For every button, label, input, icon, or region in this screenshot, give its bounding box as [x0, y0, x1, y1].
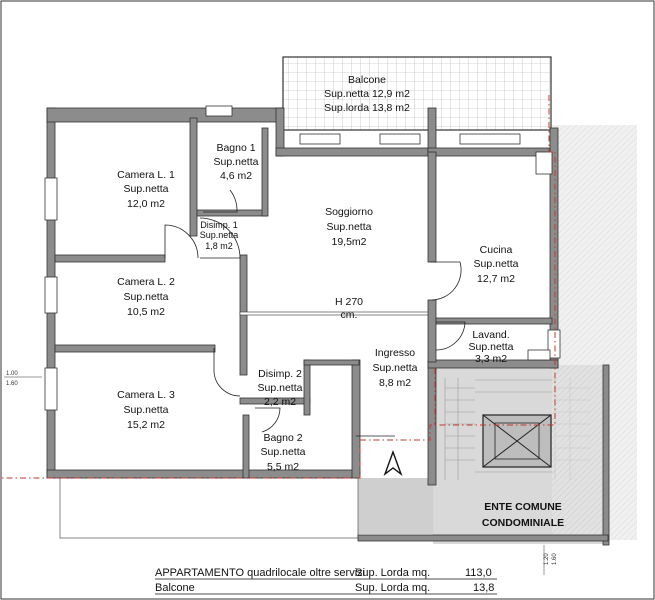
- bagno2-name: Bagno 2: [263, 432, 302, 444]
- ente-line2: CONDOMINIALE: [482, 517, 564, 529]
- disimp2-area: 2,2 m2: [264, 396, 296, 408]
- soggiorno-netta: Sup.netta: [327, 221, 372, 233]
- balcone-name: Balcone: [348, 74, 386, 86]
- bagno2-area: 5,5 m2: [267, 461, 299, 473]
- height-label: H 270: [335, 296, 363, 308]
- disimp1-name: Disimp. 1: [200, 220, 238, 230]
- camera3-area: 15,2 m2: [127, 419, 165, 431]
- boundary-line: [0, 95, 556, 479]
- soggiorno-name: Soggiorno: [325, 206, 373, 218]
- exterior-strip: [59, 477, 359, 539]
- footer-line2-value: 13,8: [473, 582, 494, 594]
- camera1-area: 12,0 m2: [127, 198, 165, 210]
- camera1-netta: Sup.netta: [124, 183, 169, 195]
- lavand-name: Lavand.: [472, 329, 509, 341]
- summary-footer: APPARTAMENTO quadrilocale oltre servizi …: [155, 567, 497, 595]
- camera2-area: 10,5 m2: [127, 306, 165, 318]
- level-right-bottom: 1.60: [552, 553, 558, 565]
- level-markers: 1.00 1.60 1.20 1.60: [4, 371, 558, 575]
- ente-line1: ENTE COMUNE: [484, 501, 562, 513]
- cucina-name: Cucina: [480, 244, 513, 256]
- footer-line2-label: Balcone: [155, 582, 195, 594]
- bagno1-netta: Sup.netta: [214, 156, 259, 168]
- height-unit: cm.: [341, 309, 358, 321]
- bagno2-netta: Sup.netta: [261, 446, 306, 458]
- disimp1-netta: Sup.netta: [200, 230, 239, 240]
- camera3-netta: Sup.netta: [124, 404, 169, 416]
- neighbor-area: [552, 125, 637, 540]
- balcone-netta: Sup.netta 12,9 m2: [324, 88, 410, 100]
- lavand-area: 3,3 m2: [475, 353, 507, 365]
- disimp2-name: Disimp. 2: [258, 368, 302, 380]
- balcone-lorda: Sup.lorda 13,8 m2: [324, 102, 410, 114]
- bagno1-area: 4,6 m2: [220, 170, 252, 182]
- north-arrow-icon: [383, 449, 403, 476]
- disimp2-netta: Sup.netta: [258, 382, 303, 394]
- level-right-top: 1.20: [544, 553, 550, 565]
- level-left-top: 1.00: [6, 371, 18, 377]
- balcony: [282, 56, 552, 131]
- cucina-netta: Sup.netta: [474, 258, 519, 270]
- camera2-netta: Sup.netta: [124, 291, 169, 303]
- ingresso-area: 8,8 m2: [379, 377, 411, 389]
- camera3-name: Camera L. 3: [117, 389, 175, 401]
- soggiorno-area: 19,5m2: [331, 236, 366, 248]
- footer-line1-sup: Sup. Lorda mq.: [355, 567, 430, 579]
- footer-line1-value: 113,0: [465, 567, 492, 579]
- cucina-area: 12,7 m2: [477, 273, 515, 285]
- ingresso-netta: Sup.netta: [373, 362, 418, 374]
- ingresso-name: Ingresso: [375, 347, 415, 359]
- disimp1-area: 1,8 m2: [205, 241, 233, 251]
- doors: [164, 189, 466, 437]
- footer-line1-label: APPARTAMENTO quadrilocale oltre servizi: [155, 567, 365, 579]
- windows: [44, 105, 561, 411]
- bagno1-name: Bagno 1: [216, 142, 255, 154]
- level-left-bottom: 1.60: [6, 381, 18, 387]
- lavand-netta: Sup.netta: [469, 341, 514, 353]
- footer-line2-sup: Sup. Lorda mq.: [355, 582, 430, 594]
- camera1-name: Camera L. 1: [117, 169, 175, 181]
- camera2-name: Camera L. 2: [117, 276, 175, 288]
- room-labels: Balcone Sup.netta 12,9 m2 Sup.lorda 13,8…: [117, 74, 564, 529]
